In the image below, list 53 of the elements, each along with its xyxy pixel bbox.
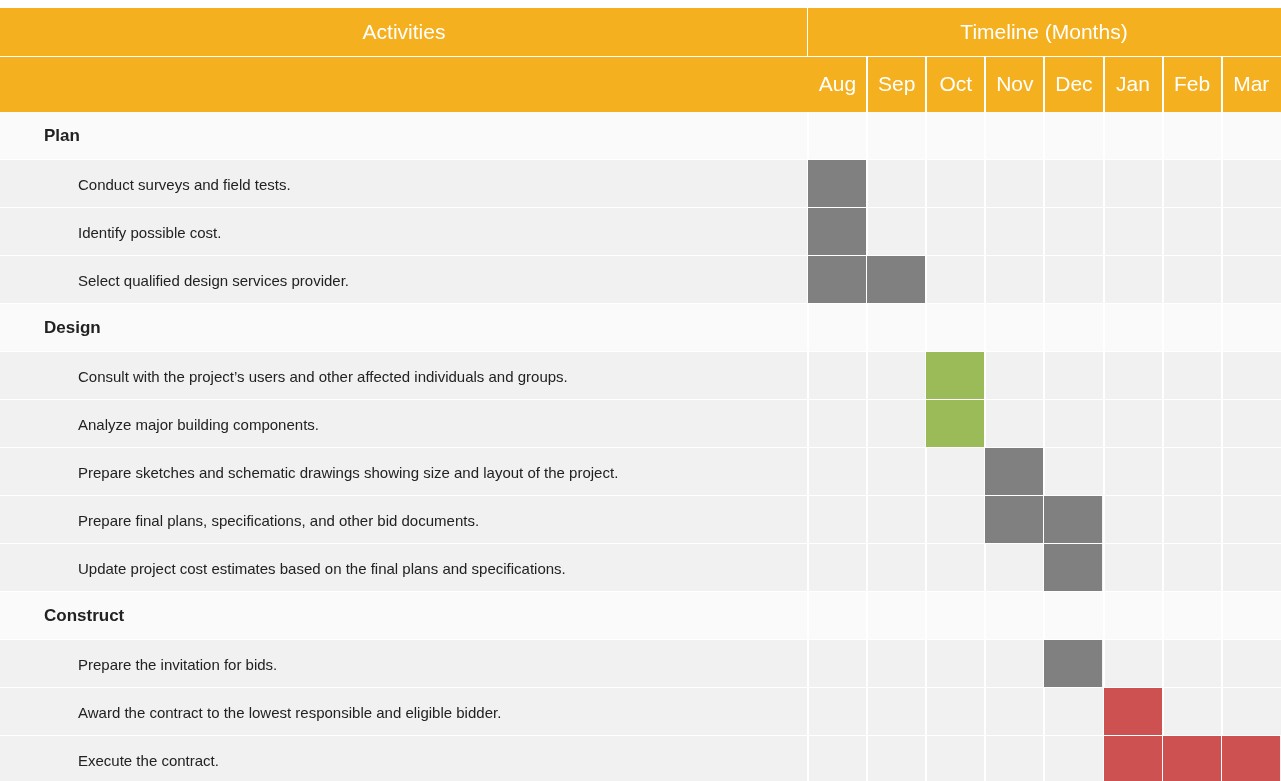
activity-label: Select qualified design services provider.: [78, 271, 349, 289]
gantt-bar: [1103, 688, 1162, 735]
month-label: Nov: [996, 72, 1034, 96]
phase-heading: Construct: [44, 606, 125, 626]
month-label: Dec: [1055, 72, 1093, 96]
activity-row: [0, 736, 1281, 781]
gantt-bar: [808, 256, 867, 303]
gantt-bar: [1221, 736, 1280, 781]
activity-row: [0, 688, 1281, 736]
gantt-bar: [808, 208, 867, 255]
gantt-bar: [926, 400, 985, 447]
activity-label: Identify possible cost.: [78, 223, 222, 241]
phase-heading: Plan: [44, 126, 80, 146]
gantt-bar: [1162, 736, 1221, 781]
month-label: Sep: [877, 72, 916, 96]
gantt-bar: [926, 352, 985, 399]
activity-label: Prepare final plans, specifications, and other bid documents.: [78, 511, 480, 529]
gantt-bar: [867, 256, 926, 303]
activity-row: [0, 256, 1281, 304]
activity-label: Conduct surveys and field tests.: [78, 175, 291, 193]
activity-row: [0, 448, 1281, 496]
phase-row: [0, 304, 1281, 352]
activity-row: [0, 640, 1281, 688]
activity-row: [0, 400, 1281, 448]
gantt-bar: [1044, 496, 1103, 543]
column-heading: Activities: [362, 20, 446, 44]
gantt-bar: [1044, 544, 1103, 591]
gantt-bar: [985, 496, 1044, 543]
month-label: Feb: [1174, 72, 1211, 96]
activity-label: Update project cost estimates based on the final plans and specifications.: [78, 559, 566, 577]
month-label: Jan: [1116, 72, 1150, 96]
gantt-bar: [985, 448, 1044, 495]
activity-row: [0, 496, 1281, 544]
activity-row: [0, 160, 1281, 208]
activity-label: Prepare sketches and schematic drawings showing size and layout of the project.: [78, 463, 619, 481]
month-label: Oct: [939, 72, 973, 96]
activity-label: Award the contract to the lowest responsible and eligible bidder.: [78, 703, 502, 721]
activity-row: [0, 352, 1281, 400]
activity-label: Consult with the project’s users and other affected individuals and groups.: [78, 367, 568, 385]
activity-row: [0, 544, 1281, 592]
phase-row: [0, 112, 1281, 160]
phase-row: [0, 592, 1281, 640]
activity-row: [0, 208, 1281, 256]
activity-label: Execute the contract.: [78, 751, 219, 769]
activity-label: Prepare the invitation for bids.: [78, 655, 278, 673]
gantt-bar: [1044, 640, 1103, 687]
month-label: Mar: [1233, 72, 1270, 96]
month-label: Aug: [818, 72, 857, 96]
activity-label: Analyze major building components.: [78, 415, 319, 433]
gantt-bar: [808, 160, 867, 207]
phase-heading: Design: [44, 318, 101, 338]
column-heading: Timeline (Months): [960, 20, 1128, 44]
gantt-bar: [1103, 736, 1162, 781]
